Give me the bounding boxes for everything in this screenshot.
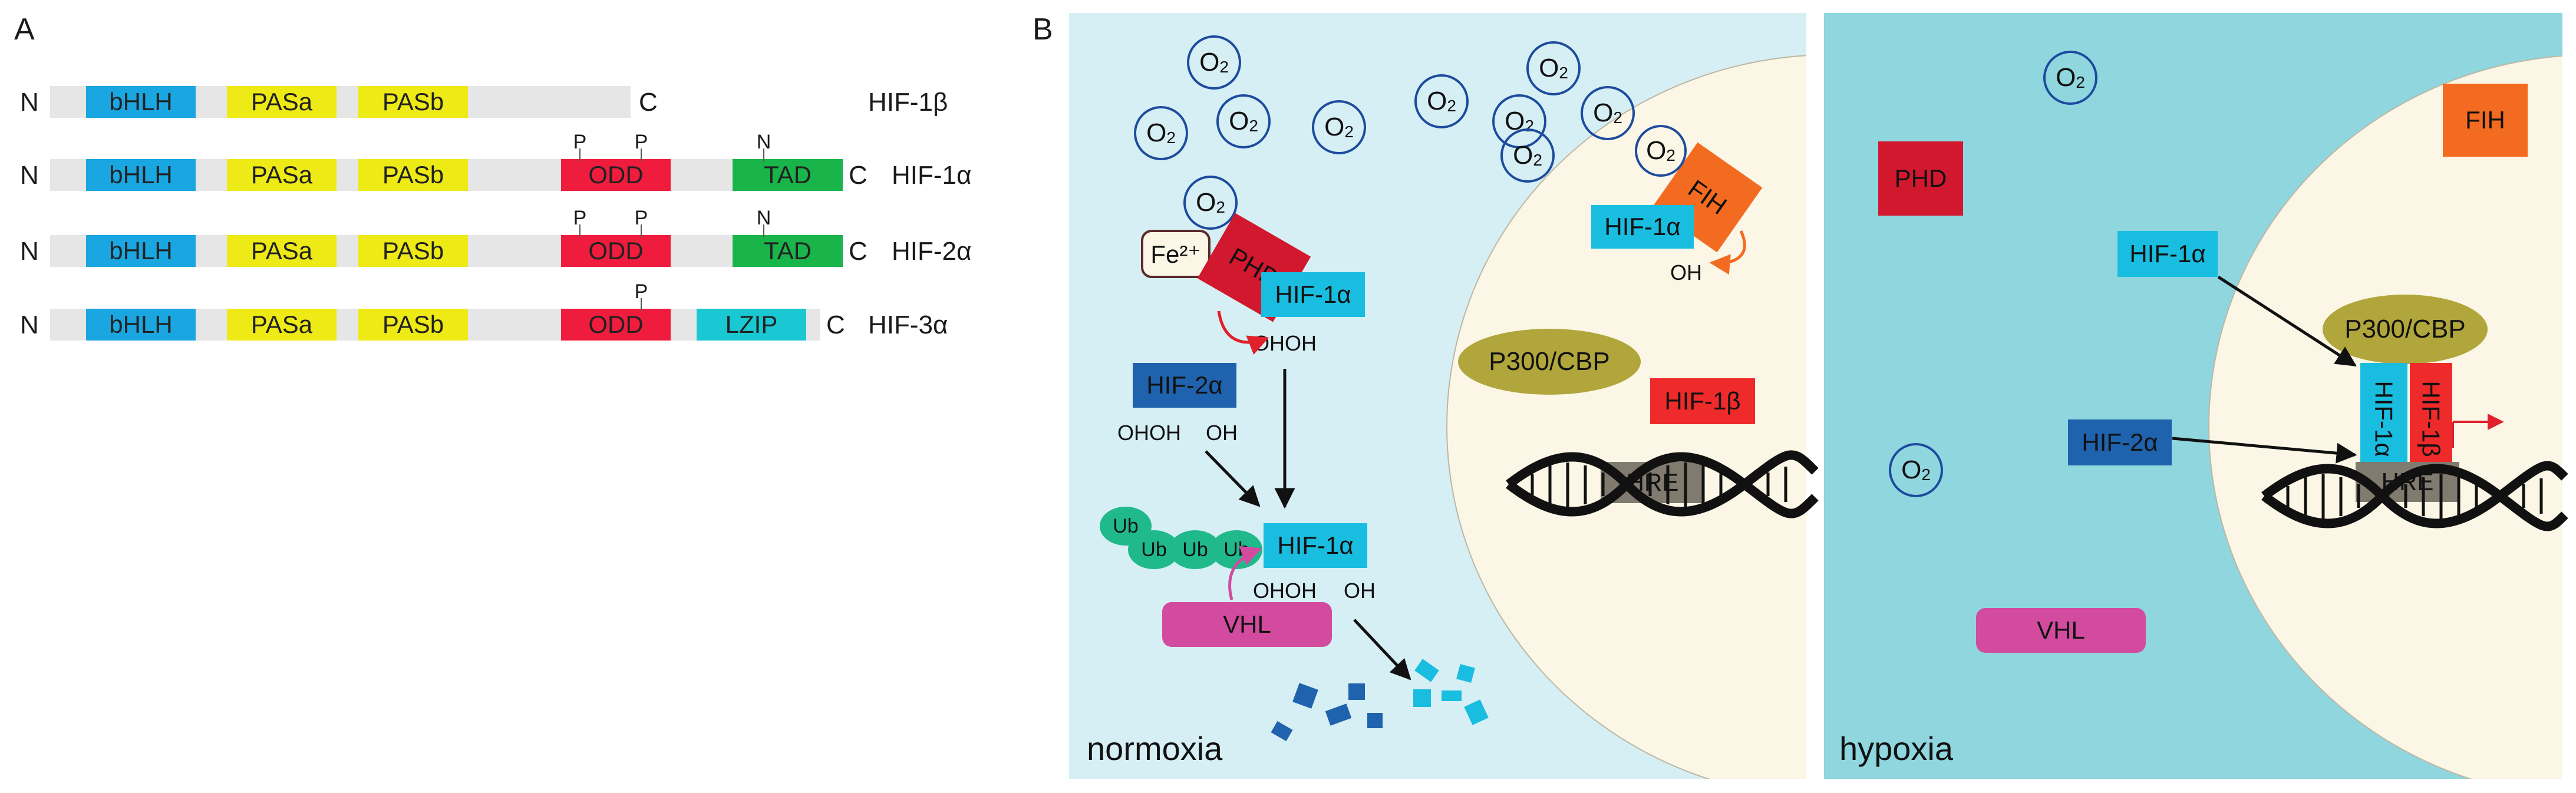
ubiquitination-arrow [1228, 546, 1262, 600]
phospho-site: P [634, 280, 648, 303]
hif1a-protein: HIF-1α [1261, 272, 1365, 317]
pasb-domain: PASb [358, 235, 468, 267]
site-tick [579, 148, 580, 161]
pasa-domain: PASa [227, 309, 337, 341]
hydroxyl-label: OHOH [1117, 421, 1181, 445]
dna-helix [1506, 450, 1819, 518]
degraded-fragment [1367, 713, 1383, 728]
n-terminus: N [20, 237, 39, 266]
vhl-protein: VHL [1976, 608, 2146, 653]
n-terminus: N [20, 310, 39, 339]
hydroxyl-label: OHOH [1253, 579, 1317, 603]
fih-hydroxylation-arrow [1709, 230, 1746, 275]
hif1a-protein: HIF-1α [1264, 523, 1367, 568]
p300-cbp-coactivator: P300/CBP [2323, 295, 2488, 364]
phospho-site: P [573, 131, 587, 153]
c-terminus: C [639, 88, 658, 117]
site-tick [641, 298, 642, 311]
normoxia-label: normoxia [1087, 730, 1223, 767]
bhlh-domain: bHLH [86, 86, 196, 118]
pasb-domain: PASb [358, 159, 468, 191]
pasa-domain: PASa [227, 159, 337, 191]
degraded-fragment [1348, 683, 1365, 700]
degraded-fragment [1413, 689, 1431, 707]
tad-domain: TAD [733, 159, 843, 191]
site-tick [641, 148, 642, 161]
hydroxylation-arrow [1217, 310, 1269, 355]
site-tick [763, 224, 764, 237]
hydroxyl-label: OH [1344, 579, 1376, 603]
protein-name: HIF-1α [892, 161, 972, 190]
vhl-protein: VHL [1162, 602, 1332, 647]
panel-b-label: B [1033, 12, 1053, 47]
bhlh-domain: bHLH [86, 309, 196, 341]
dna-helix [2261, 461, 2568, 531]
odd-domain: ODD [561, 235, 671, 267]
n-terminus: N [20, 161, 39, 190]
odd-domain: ODD [561, 159, 671, 191]
degradation-arrow [1353, 619, 1411, 680]
hif2a-protein: HIF-2α [1133, 363, 1236, 408]
c-terminus: C [849, 161, 868, 190]
tad-domain: TAD [733, 235, 843, 267]
hif1a-protein: HIF-1α [1591, 205, 1694, 249]
pasb-domain: PASb [358, 86, 468, 118]
c-terminus: C [849, 237, 868, 266]
phd-enzyme: PHD [1878, 141, 1963, 216]
p300-cbp-coactivator: P300/CBP [1458, 329, 1641, 395]
hif1b-protein: HIF-1β [1650, 378, 1755, 424]
iron-cofactor: Fe²⁺ [1141, 230, 1211, 278]
c-terminus: C [826, 310, 845, 339]
pathway-arrow [1205, 450, 1261, 507]
hypoxia-label: hypoxia [1839, 730, 1954, 767]
odd-domain: ODD [561, 309, 671, 341]
translocation-arrow [2217, 275, 2357, 367]
phospho-site: P [634, 207, 648, 229]
site-tick [763, 148, 764, 161]
hydroxyl-label: OH [1670, 260, 1702, 285]
fih-enzyme: FIH [2443, 84, 2528, 157]
protein-name: HIF-1β [868, 88, 948, 117]
lzip-domain: LZIP [697, 309, 806, 341]
pasb-domain: PASb [358, 309, 468, 341]
phospho-site: P [634, 131, 648, 153]
bhlh-domain: bHLH [86, 235, 196, 267]
n-terminus: N [20, 88, 39, 117]
hif1a-subunit-vertical: HIF-1α [2360, 363, 2407, 475]
hydroxyl-label: OH [1206, 421, 1238, 445]
panel-a-label: A [14, 12, 35, 47]
hif1b-subunit-vertical: HIF-1β [2410, 363, 2452, 475]
hif1a-protein: HIF-1α [2117, 231, 2218, 277]
site-tick [641, 224, 642, 237]
protein-name: HIF-3α [868, 310, 948, 339]
bhlh-domain: bHLH [86, 159, 196, 191]
ubiquitin: Ub [1169, 530, 1221, 569]
translocation-arrow [2172, 437, 2357, 464]
degraded-fragment [1442, 690, 1462, 701]
pasa-domain: PASa [227, 235, 337, 267]
protein-name: HIF-2α [892, 237, 972, 266]
phospho-site: P [573, 207, 587, 229]
site-tick [579, 224, 580, 237]
pasa-domain: PASa [227, 86, 337, 118]
hif2a-protein: HIF-2α [2068, 419, 2172, 465]
